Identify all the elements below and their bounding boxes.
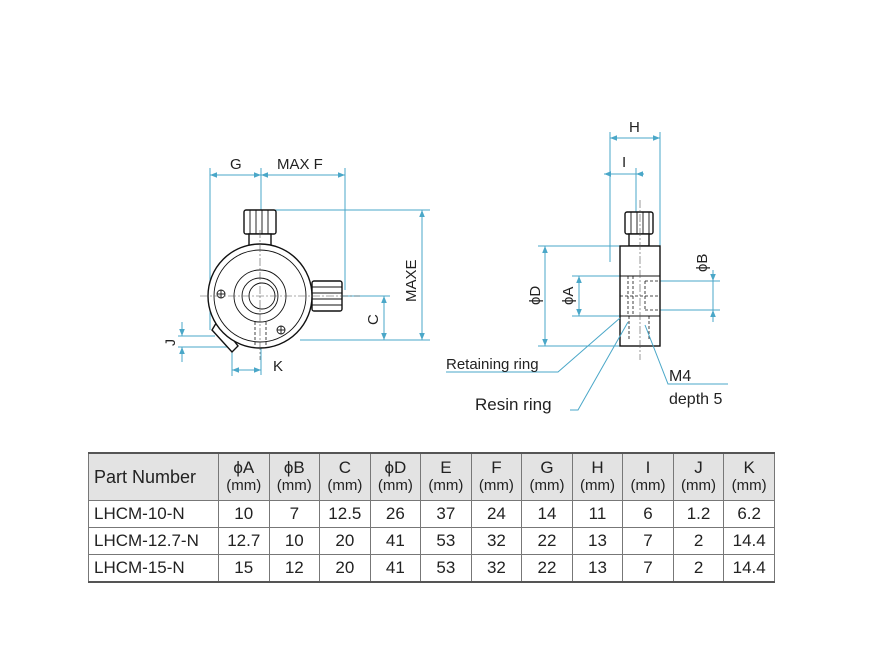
- table-row: LHCM-15-N 15 12 20 41 53 32 22 13 7 2 14…: [88, 554, 775, 583]
- table-cell: 6: [622, 500, 674, 528]
- side-view: H I ϕD ϕA ϕB Retaining ring Resin ring M…: [446, 119, 728, 414]
- table-cell: 6.2: [723, 500, 775, 528]
- header-f: F(mm): [470, 452, 523, 501]
- table-cell: 53: [420, 554, 472, 583]
- table-header-row: Part Number ϕA(mm) ϕB(mm) C(mm) ϕD(mm) E…: [88, 452, 775, 501]
- header-phi-d: ϕD(mm): [369, 452, 422, 501]
- label-i: I: [622, 154, 626, 171]
- label-max-e: MAXE: [403, 259, 420, 302]
- label-resin-ring: Resin ring: [475, 395, 552, 414]
- table-cell: 20: [319, 527, 371, 555]
- table-row: LHCM-12.7-N 12.7 10 20 41 53 32 22 13 7 …: [88, 527, 775, 555]
- table-cell: 1.2: [672, 500, 725, 528]
- table-cell: 7: [268, 500, 321, 528]
- header-phi-a: ϕA(mm): [218, 452, 270, 501]
- table-cell: 32: [470, 554, 523, 583]
- label-k: K: [273, 358, 283, 375]
- table-cell: 37: [420, 500, 472, 528]
- label-c: C: [365, 314, 382, 325]
- cell-part-number: LHCM-10-N: [88, 500, 219, 528]
- header-k: K(mm): [723, 452, 775, 501]
- front-view: G MAX F MAXE C J K: [162, 156, 430, 376]
- label-depth-5: depth 5: [669, 391, 722, 408]
- table-cell: 2: [672, 527, 725, 555]
- table-cell: 13: [571, 554, 624, 583]
- label-retaining-ring: Retaining ring: [446, 356, 539, 373]
- table-cell: 41: [369, 527, 422, 555]
- table-cell: 24: [470, 500, 523, 528]
- table-cell: 26: [369, 500, 422, 528]
- header-c: C(mm): [319, 452, 371, 501]
- header-j: J(mm): [672, 452, 725, 501]
- cell-part-number: LHCM-15-N: [88, 554, 219, 583]
- table-cell: 12: [268, 554, 321, 583]
- table-cell: 12.7: [218, 527, 270, 555]
- table-cell: 14.4: [723, 527, 775, 555]
- label-j: J: [162, 339, 178, 346]
- table-cell: 15: [218, 554, 270, 583]
- table-cell: 2: [672, 554, 725, 583]
- table-row: LHCM-10-N 10 7 12.5 26 37 24 14 11 6 1.2…: [88, 500, 775, 528]
- label-max-f: MAX F: [277, 156, 323, 173]
- table-cell: 7: [622, 527, 674, 555]
- header-e: E(mm): [420, 452, 472, 501]
- label-g: G: [230, 156, 242, 173]
- table-cell: 22: [521, 527, 573, 555]
- header-h: H(mm): [571, 452, 624, 501]
- header-g: G(mm): [521, 452, 573, 501]
- header-part-number: Part Number: [88, 452, 219, 501]
- table-cell: 10: [218, 500, 270, 528]
- table-cell: 12.5: [319, 500, 371, 528]
- header-phi-b: ϕB(mm): [268, 452, 321, 501]
- table-cell: 7: [622, 554, 674, 583]
- label-phi-a: ϕA: [560, 287, 577, 305]
- label-h: H: [629, 119, 640, 136]
- label-m4: M4: [669, 368, 691, 385]
- table-cell: 20: [319, 554, 371, 583]
- table-cell: 13: [571, 527, 624, 555]
- table-cell: 11: [571, 500, 624, 528]
- technical-drawing: G MAX F MAXE C J K: [162, 119, 728, 414]
- table-cell: 14: [521, 500, 573, 528]
- label-phi-b: ϕB: [694, 254, 711, 272]
- specification-table: Part Number ϕA(mm) ϕB(mm) C(mm) ϕD(mm) E…: [88, 452, 775, 583]
- table-cell: 22: [521, 554, 573, 583]
- table-cell: 14.4: [723, 554, 775, 583]
- cell-part-number: LHCM-12.7-N: [88, 527, 219, 555]
- table-cell: 10: [268, 527, 321, 555]
- header-i: I(mm): [622, 452, 674, 501]
- label-phi-d: ϕD: [527, 286, 544, 305]
- table-cell: 53: [420, 527, 472, 555]
- table-cell: 32: [470, 527, 523, 555]
- table-cell: 41: [369, 554, 422, 583]
